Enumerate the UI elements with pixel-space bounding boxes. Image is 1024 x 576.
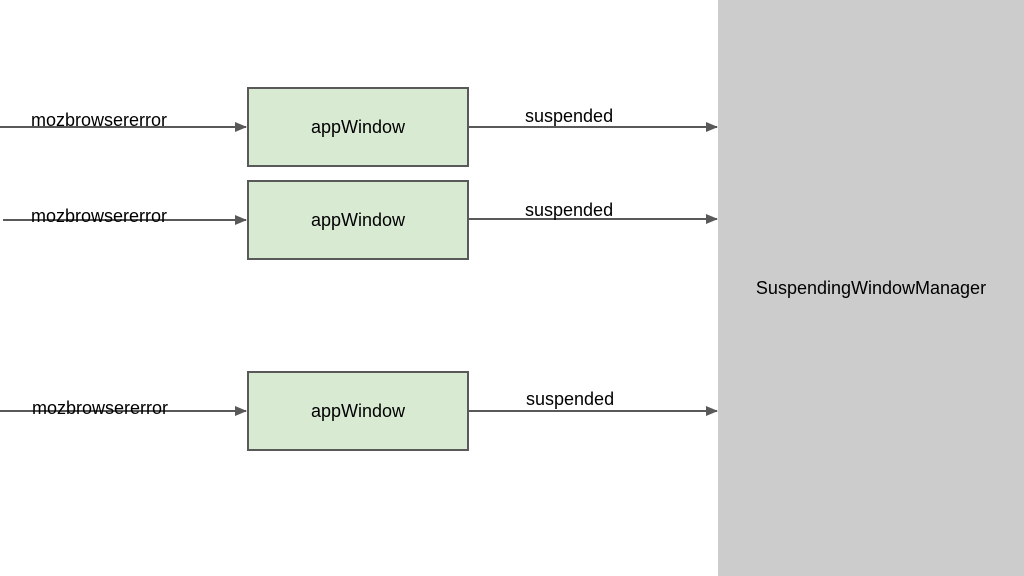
app-window-box-2: appWindow (247, 180, 469, 260)
app-window-label-2: appWindow (310, 209, 406, 230)
output-label-1: suspended (525, 106, 614, 126)
suspending-window-manager-block: SuspendingWindowManager (718, 0, 1024, 576)
output-label-2: suspended (525, 200, 614, 220)
app-window-box-1: appWindow (247, 87, 469, 167)
input-label-1: mozbrowsererror (31, 110, 168, 130)
manager-label: SuspendingWindowManager (755, 278, 987, 298)
app-window-box-3: appWindow (247, 371, 469, 451)
app-window-label-1: appWindow (310, 116, 406, 137)
app-window-label-3: appWindow (310, 400, 406, 421)
input-label-3: mozbrowsererror (32, 398, 169, 418)
output-label-3: suspended (526, 389, 615, 409)
input-label-2: mozbrowsererror (31, 206, 168, 226)
